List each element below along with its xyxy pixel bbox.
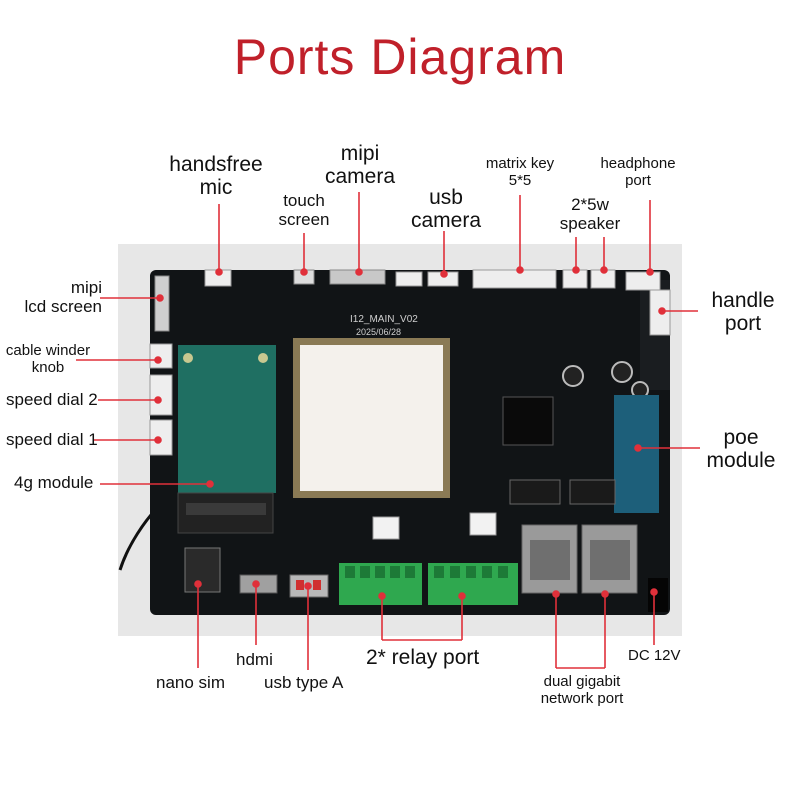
- capacitor-1: [562, 365, 584, 387]
- lan-transformer-1: [509, 479, 561, 505]
- leader-lines: [76, 192, 700, 670]
- label-cable-winder-knob: cable winder knob: [5, 342, 91, 376]
- label-usb-camera: usb camera: [410, 186, 482, 233]
- label-touch-screen: touch screen: [278, 191, 330, 229]
- label-handle-port: handle port: [711, 289, 775, 336]
- label-speaker: 2*5w speaker: [559, 195, 621, 233]
- conn-usb-camera-1: [395, 271, 423, 287]
- label-speed-dial-1: speed dial 1: [6, 430, 98, 449]
- nano-sim-slot: [184, 547, 221, 593]
- silkscreen-date: 2025/06/28: [356, 327, 401, 337]
- label-4g-module: 4g module: [14, 473, 94, 492]
- rj45-port-2-opening: [590, 540, 630, 580]
- usb-type-a-tab-1: [296, 580, 304, 590]
- label-speed-dial-2: speed dial 2: [6, 390, 98, 409]
- label-dual-gigabit-network-port: dual gigabit network port: [540, 673, 624, 707]
- label-mipi-camera: mipi camera: [324, 142, 396, 189]
- label-dc-12v: DC 12V: [628, 647, 681, 664]
- dc-jack: [648, 578, 668, 612]
- relay-terminal-screws: [345, 566, 508, 578]
- conn-cable-winder: [149, 343, 173, 369]
- page-title: Ports Diagram: [233, 29, 567, 85]
- usb-type-a-tab-2: [313, 580, 321, 590]
- conn-speed-dial-2: [149, 374, 173, 416]
- label-relay-port: 2* relay port: [366, 646, 480, 669]
- label-matrix-key: matrix key 5*5: [485, 155, 555, 189]
- silkscreen-model: I12_MAIN_V02: [350, 314, 418, 325]
- conn-headphone: [625, 271, 661, 291]
- relay-1: [372, 516, 400, 540]
- relay-2: [469, 512, 497, 536]
- label-hdmi: hdmi: [236, 650, 273, 669]
- core-module-shield: [300, 345, 443, 491]
- rj45-port-1-opening: [530, 540, 570, 580]
- label-mipi-lcd-screen: mipi lcd screen: [24, 278, 102, 316]
- main-chip: [502, 396, 554, 446]
- conn-mipi-lcd: [154, 275, 170, 332]
- label-headphone-port: headphone port: [600, 155, 676, 189]
- module-4g-hole-right: [258, 353, 268, 363]
- poe-module-board: [614, 395, 659, 513]
- label-usb-type-a: usb type A: [264, 673, 344, 692]
- mini-pcie-slot-pins: [186, 503, 266, 515]
- module-4g-hole-left: [183, 353, 193, 363]
- module-4g-board: [178, 345, 276, 493]
- label-handsfree-mic: handsfree mic: [169, 153, 263, 200]
- conn-matrix-key: [472, 269, 557, 289]
- lan-transformer-2: [569, 479, 616, 505]
- label-nano-sim: nano sim: [156, 673, 225, 692]
- conn-speed-dial-1: [149, 419, 173, 456]
- capacitor-2: [611, 361, 633, 383]
- label-poe-module: poe module: [706, 426, 776, 473]
